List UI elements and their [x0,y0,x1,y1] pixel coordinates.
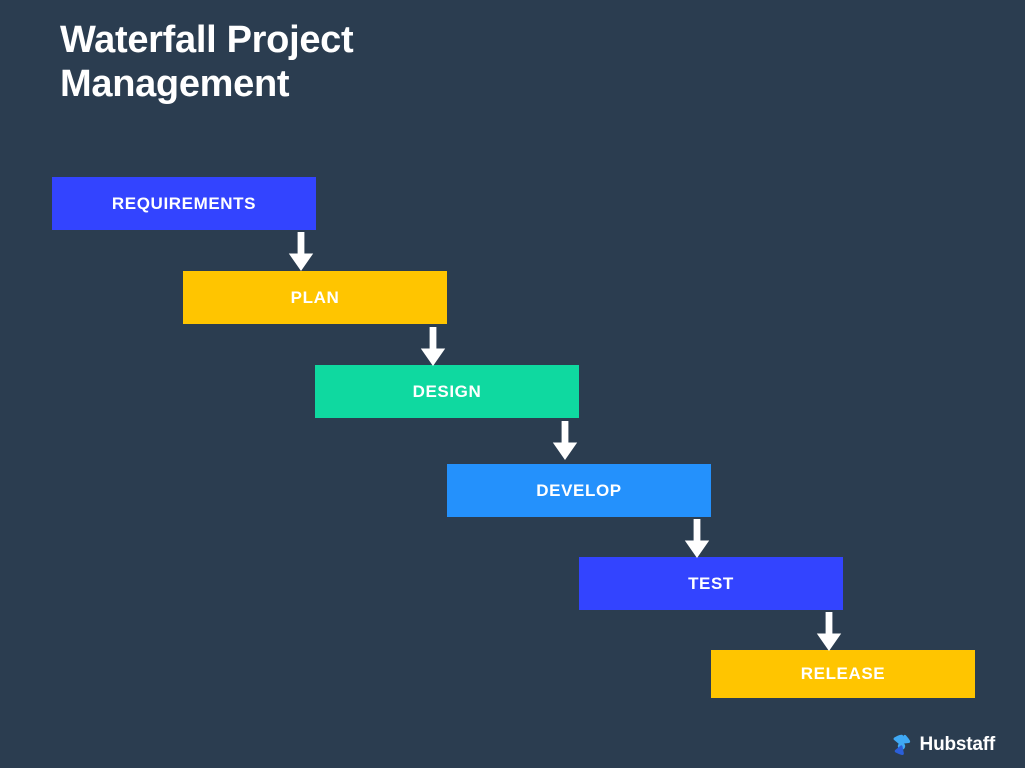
hubstaff-mark-icon [893,734,910,756]
arrow-test-to-release [816,612,842,652]
stage-box-plan[interactable]: PLAN [183,271,447,324]
arrow-down-icon [420,327,446,366]
stage-label-test: TEST [688,573,734,593]
stage-box-design[interactable]: DESIGN [315,365,579,418]
arrow-design-to-develop [552,421,578,461]
stage-box-test[interactable]: TEST [579,557,843,610]
hubstaff-wordmark: Hubstaff [919,733,996,755]
stage-label-release: RELEASE [800,664,886,683]
page-title: Waterfall Project Management [60,19,354,106]
arrow-down-icon [288,232,314,271]
stage-box-release[interactable]: RELEASE [711,650,975,698]
stage-box-develop[interactable]: DEVELOP [447,464,711,517]
arrow-develop-to-test [684,519,710,559]
hubstaff-logo: Hubstaff [890,733,995,756]
stage-label-design: DESIGN [412,381,482,401]
arrow-down-icon [816,612,842,651]
stage-label-requirements: REQUIREMENTS [111,193,257,213]
arrow-down-icon [684,519,710,558]
arrow-plan-to-design [420,327,446,367]
stage-label-develop: DEVELOP [536,480,622,500]
stage-label-plan: PLAN [290,287,340,307]
arrow-requirements-to-plan [288,232,314,272]
arrow-down-icon [552,421,578,460]
stage-box-requirements[interactable]: REQUIREMENTS [52,177,316,230]
